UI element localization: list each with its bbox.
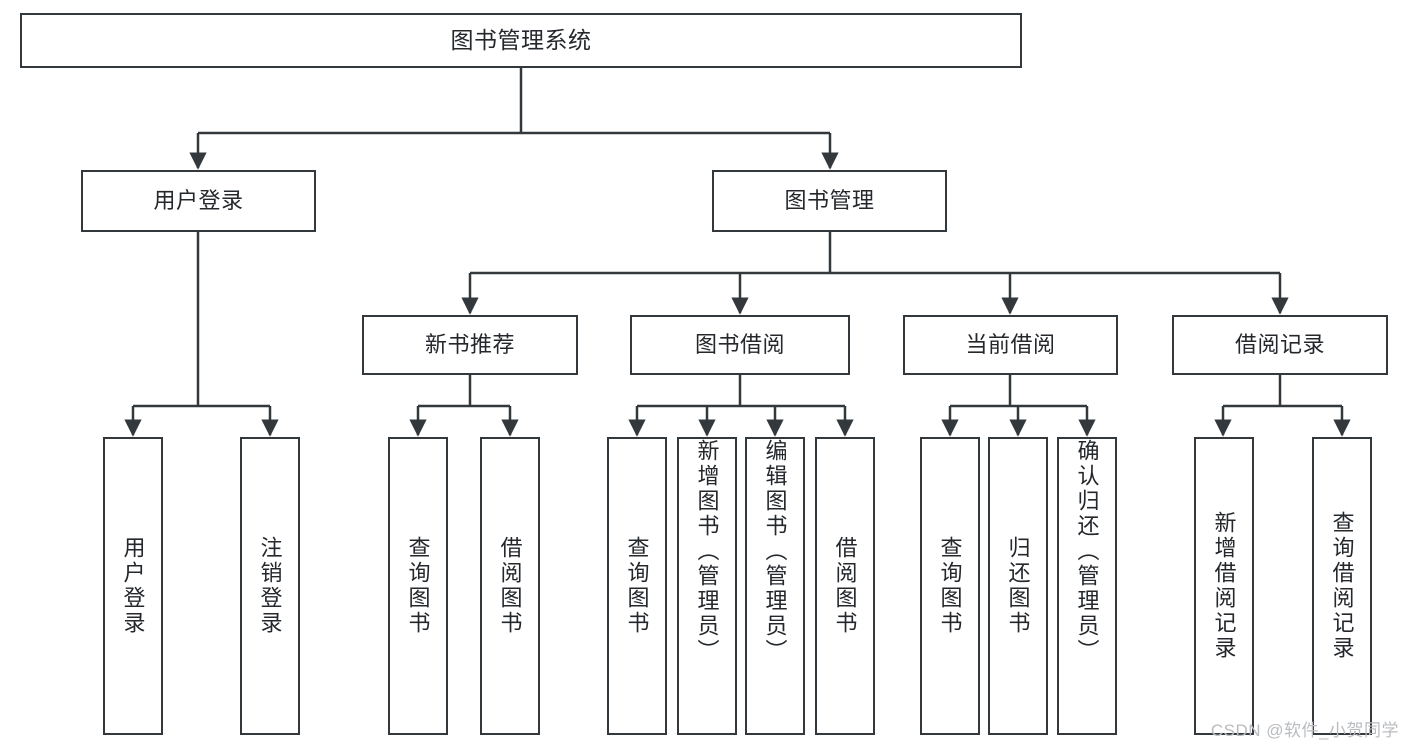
node-label: 新增图书（管理员） xyxy=(694,439,720,664)
node-label: 查询图书 xyxy=(405,536,431,636)
leaf-query-book-current[interactable]: 查询图书 xyxy=(920,437,980,735)
node-user-login[interactable]: 用户登录 xyxy=(81,170,316,232)
node-label: 编辑图书（管理员） xyxy=(762,439,788,664)
node-borrow-record[interactable]: 借阅记录 xyxy=(1172,315,1388,375)
node-book-manage[interactable]: 图书管理 xyxy=(712,170,947,232)
leaf-query-borrow-record[interactable]: 查询借阅记录 xyxy=(1312,437,1372,735)
node-label: 确认归还（管理员） xyxy=(1074,439,1100,664)
leaf-user-login[interactable]: 用户登录 xyxy=(103,437,163,735)
node-new-book-recommend[interactable]: 新书推荐 xyxy=(362,315,578,375)
leaf-borrow-book[interactable]: 借阅图书 xyxy=(815,437,875,735)
node-label: 借阅图书 xyxy=(832,536,858,636)
node-label: 新书推荐 xyxy=(424,332,515,358)
leaf-return-book[interactable]: 归还图书 xyxy=(988,437,1048,735)
node-label: 查询借阅记录 xyxy=(1329,511,1355,661)
node-label: 图书借阅 xyxy=(694,332,785,358)
watermark: CSDN @软件_小贺同学 xyxy=(1210,721,1399,740)
leaf-query-book-recommend[interactable]: 查询图书 xyxy=(388,437,448,735)
node-book-borrow[interactable]: 图书借阅 xyxy=(630,315,850,375)
node-label: 归还图书 xyxy=(1005,536,1031,636)
leaf-borrow-book-recommend[interactable]: 借阅图书 xyxy=(480,437,540,735)
leaf-confirm-return[interactable]: 确认归还（管理员） xyxy=(1057,437,1117,735)
node-label: 注销登录 xyxy=(257,536,283,636)
leaf-add-borrow-record[interactable]: 新增借阅记录 xyxy=(1194,437,1254,735)
node-label: 新增借阅记录 xyxy=(1211,511,1237,661)
node-label: 当前借阅 xyxy=(965,332,1056,358)
leaf-query-book-borrow[interactable]: 查询图书 xyxy=(607,437,667,735)
node-label: 借阅记录 xyxy=(1234,332,1325,358)
node-label: 用户登录 xyxy=(153,188,244,214)
node-label: 借阅图书 xyxy=(497,536,523,636)
leaf-user-logout[interactable]: 注销登录 xyxy=(240,437,300,735)
node-label: 查询图书 xyxy=(937,536,963,636)
node-label: 用户登录 xyxy=(120,536,146,636)
leaf-add-book[interactable]: 新增图书（管理员） xyxy=(677,437,737,735)
node-label: 图书管理系统 xyxy=(450,26,592,53)
leaf-edit-book[interactable]: 编辑图书（管理员） xyxy=(745,437,805,735)
node-label: 查询图书 xyxy=(624,536,650,636)
node-book-management-system[interactable]: 图书管理系统 xyxy=(20,13,1022,68)
node-current-borrow[interactable]: 当前借阅 xyxy=(903,315,1118,375)
node-label: 图书管理 xyxy=(784,188,875,214)
